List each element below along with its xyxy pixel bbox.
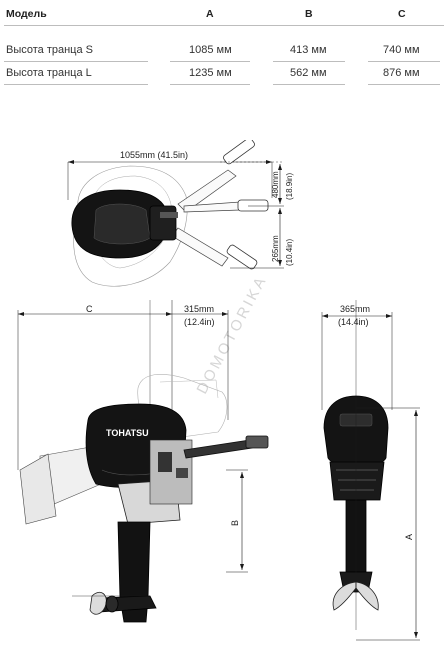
table-row: Высота транца S 1085 мм 413 мм 740 мм bbox=[0, 40, 444, 60]
row-value-c: 740 мм bbox=[383, 44, 420, 56]
top-view bbox=[67, 140, 284, 287]
row-divider bbox=[368, 61, 440, 62]
tiller-up-label-mm: 480mm bbox=[271, 171, 280, 198]
dimension-a-label: A bbox=[404, 534, 414, 540]
row-divider bbox=[170, 84, 250, 85]
row-value-a: 1235 мм bbox=[189, 67, 232, 79]
offset-label-mm: 315mm bbox=[184, 304, 214, 314]
header-model: Модель bbox=[6, 8, 47, 20]
top-width-label: 1055mm (41.5in) bbox=[120, 150, 188, 160]
side-brand: TOHATSU bbox=[106, 428, 149, 438]
row-divider bbox=[4, 84, 148, 85]
watermark: DOMOTORIKA bbox=[194, 272, 271, 397]
tiller-down-label-mm: 265mm bbox=[271, 235, 280, 262]
rear-width-label-mm: 365mm bbox=[340, 304, 370, 314]
tiller-up-label-in: (18.9in) bbox=[285, 173, 294, 200]
rear-width-label-in: (14.4in) bbox=[338, 317, 369, 327]
row-value-a: 1085 мм bbox=[189, 44, 232, 56]
row-divider bbox=[368, 84, 440, 85]
header-divider bbox=[4, 25, 444, 26]
row-label: Высота транца L bbox=[6, 67, 92, 79]
tiller-down-label-in: (10.4in) bbox=[285, 239, 294, 266]
header-b: B bbox=[305, 8, 313, 20]
dimension-b-label: B bbox=[230, 520, 240, 526]
row-divider bbox=[273, 61, 345, 62]
row-divider bbox=[4, 61, 148, 62]
offset-label-in: (12.4in) bbox=[184, 317, 215, 327]
row-divider bbox=[170, 61, 250, 62]
row-value-c: 876 мм bbox=[383, 67, 420, 79]
row-label: Высота транца S bbox=[6, 44, 93, 56]
header-c: C bbox=[398, 8, 406, 20]
rear-view bbox=[321, 300, 420, 641]
side-view bbox=[17, 300, 269, 623]
header-a: A bbox=[206, 8, 214, 20]
dimension-c-label: C bbox=[86, 304, 93, 314]
outboard-dimension-drawing: DOMOTORIKA 1055mm ( bbox=[17, 140, 420, 641]
table-row: Высота транца L 1235 мм 562 мм 876 мм bbox=[0, 63, 444, 83]
row-value-b: 413 мм bbox=[290, 44, 327, 56]
table-header-row: Модель A B C bbox=[0, 4, 444, 24]
row-divider bbox=[273, 84, 345, 85]
row-value-b: 562 мм bbox=[290, 67, 327, 79]
